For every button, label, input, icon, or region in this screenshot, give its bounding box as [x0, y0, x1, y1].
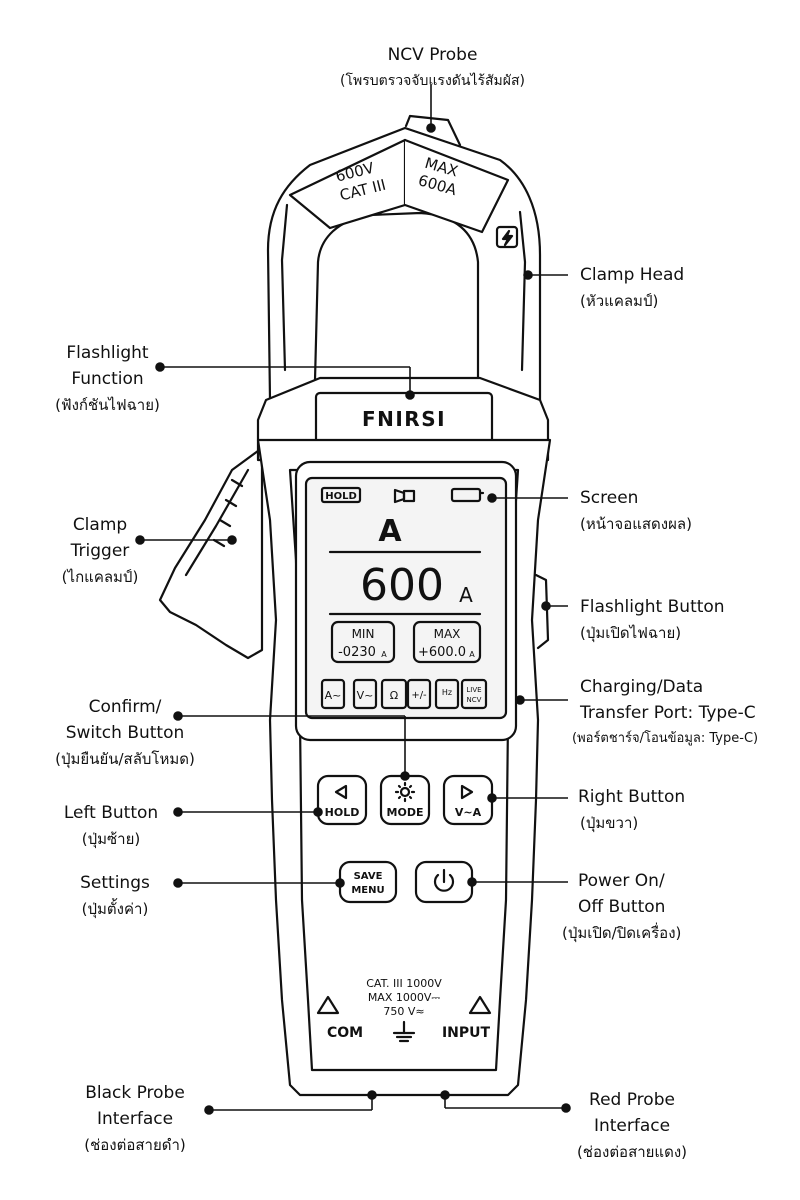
min-label: MIN [352, 627, 375, 641]
lcd-screen [304, 476, 508, 720]
label-red-probe: Red Probe Interface (ช่องต่อสายแดง) [562, 1087, 702, 1165]
label-screen: Screen (หน้าจอแสดงผล) [580, 485, 692, 537]
label-charging-port-en2: Transfer Port: Type-C [580, 703, 756, 723]
label-flashlight-button-th: (ปุ่มเปิดไฟฉาย) [580, 624, 682, 642]
menu-label: MENU [351, 885, 384, 896]
label-flashlight-button: Flashlight Button (ปุ่มเปิดไฟฉาย) [580, 594, 725, 646]
icon-a: A~ [325, 689, 342, 702]
label-confirm-button-th: (ปุ่มยืนยัน/สลับโหมด) [55, 750, 195, 768]
label-clamp-trigger-th: (ไกแคลมป์) [61, 568, 139, 586]
max-value: +600.0 [418, 645, 466, 660]
label-flashlight-button-en: Flashlight Button [580, 597, 725, 617]
save-label: SAVE [354, 871, 383, 882]
label-black-probe-en1: Black Probe [85, 1083, 185, 1103]
label-settings-th: (ปุ่มตั้งค่า) [81, 900, 149, 918]
hold-button-label: HOLD [325, 806, 360, 819]
label-red-probe-th: (ช่องต่อสายแดง) [576, 1143, 688, 1161]
label-right-button-th: (ปุ่มขวา) [580, 814, 639, 832]
label-black-probe-th: (ช่องต่อสายดำ) [84, 1136, 186, 1154]
label-ncv-probe-th: (โพรบตรวจจับแรงดันไร้สัมผัส) [340, 73, 525, 89]
icon-plus-minus: +/- [411, 690, 427, 701]
label-clamp-trigger-en1: Clamp [72, 515, 128, 535]
save-button-shape [338, 860, 398, 904]
label-confirm-button: Confirm/ Switch Button (ปุ่มยืนยัน/สลับโ… [20, 694, 230, 772]
label-clamp-head-th: (หัวแคลมป์) [580, 292, 659, 310]
rating-line3: 750 V≈ [383, 1005, 424, 1018]
label-flashlight-function-en2: Function [71, 369, 144, 389]
label-ncv-probe-en: NCV Probe [387, 45, 478, 65]
rating-line1: CAT. III 1000V [366, 977, 442, 990]
label-flashlight-function: Flashlight Function (ฟังก์ชันไฟฉาย) [30, 340, 185, 418]
label-confirm-button-en2: Switch Button [65, 723, 185, 743]
rating-line2: MAX 1000V⎓ [368, 991, 441, 1004]
label-power-button: Power On/ Off Button (ปุ่มเปิด/ปิดเครื่อ… [562, 868, 681, 946]
min-value: -0230 [338, 645, 376, 660]
label-power-button-en1: Power On/ [578, 871, 665, 891]
label-charging-port-th: (พอร์ตชาร์จ/โอนข้อมูล: Type-C) [572, 731, 759, 746]
label-right-button-en: Right Button [578, 787, 686, 807]
label-screen-th: (หน้าจอแสดงผล) [580, 515, 692, 533]
right-button-label: V~A [455, 806, 482, 819]
input-terminal-label: INPUT [442, 1025, 491, 1041]
label-red-probe-en2: Interface [593, 1116, 671, 1136]
clamp-trigger [158, 446, 264, 660]
label-left-button-th: (ปุ่มซ้าย) [81, 830, 141, 848]
label-black-probe: Black Probe Interface (ช่องต่อสายดำ) [60, 1080, 210, 1158]
main-reading: 600 [360, 560, 444, 611]
icon-live: LIVE [466, 686, 481, 694]
label-red-probe-en1: Red Probe [589, 1090, 675, 1110]
label-settings: Settings (ปุ่มตั้งค่า) [60, 870, 170, 922]
min-unit: A [381, 650, 387, 659]
mode-indicator: A [378, 514, 402, 549]
icon-ncv: NCV [467, 696, 482, 704]
label-clamp-head: Clamp Head (หัวแคลมป์) [580, 262, 684, 314]
label-left-button: Left Button (ปุ่มซ้าย) [50, 800, 172, 852]
label-clamp-trigger-en2: Trigger [70, 541, 130, 561]
icon-v: V~ [357, 689, 374, 702]
label-ncv-probe: NCV Probe (โพรบตรวจจับแรงดันไร้สัมผัส) [340, 42, 525, 94]
label-power-button-th: (ปุ่มเปิด/ปิดเครื่อง) [562, 924, 682, 942]
label-right-button: Right Button (ปุ่มขวา) [578, 784, 685, 836]
label-clamp-trigger: Clamp Trigger (ไกแคลมป์) [40, 512, 160, 590]
label-settings-en: Settings [80, 873, 150, 893]
left-button-shape [316, 774, 368, 826]
max-unit: A [469, 650, 475, 659]
com-terminal-label: COM [327, 1025, 363, 1041]
brand-logo: FNIRSI [362, 407, 446, 431]
label-flashlight-function-en1: Flashlight [66, 343, 149, 363]
label-flashlight-function-th: (ฟังก์ชันไฟฉาย) [55, 396, 160, 414]
label-power-button-en2: Off Button [578, 897, 666, 917]
label-confirm-button-en1: Confirm/ [88, 697, 162, 717]
label-black-probe-en2: Interface [96, 1109, 174, 1129]
main-unit: A [459, 583, 473, 607]
hold-indicator: HOLD [325, 491, 357, 502]
icon-hz: Hz [442, 688, 452, 697]
label-charging-port: Charging/Data Transfer Port: Type-C (พอร… [572, 674, 758, 752]
label-charging-port-en1: Charging/Data [580, 677, 704, 697]
max-label: MAX [434, 627, 461, 641]
label-left-button-en: Left Button [63, 803, 159, 823]
label-clamp-head-en: Clamp Head [580, 265, 685, 285]
mode-button-label: MODE [387, 806, 424, 819]
label-screen-en: Screen [580, 488, 639, 508]
icon-ohm: Ω [390, 689, 398, 702]
